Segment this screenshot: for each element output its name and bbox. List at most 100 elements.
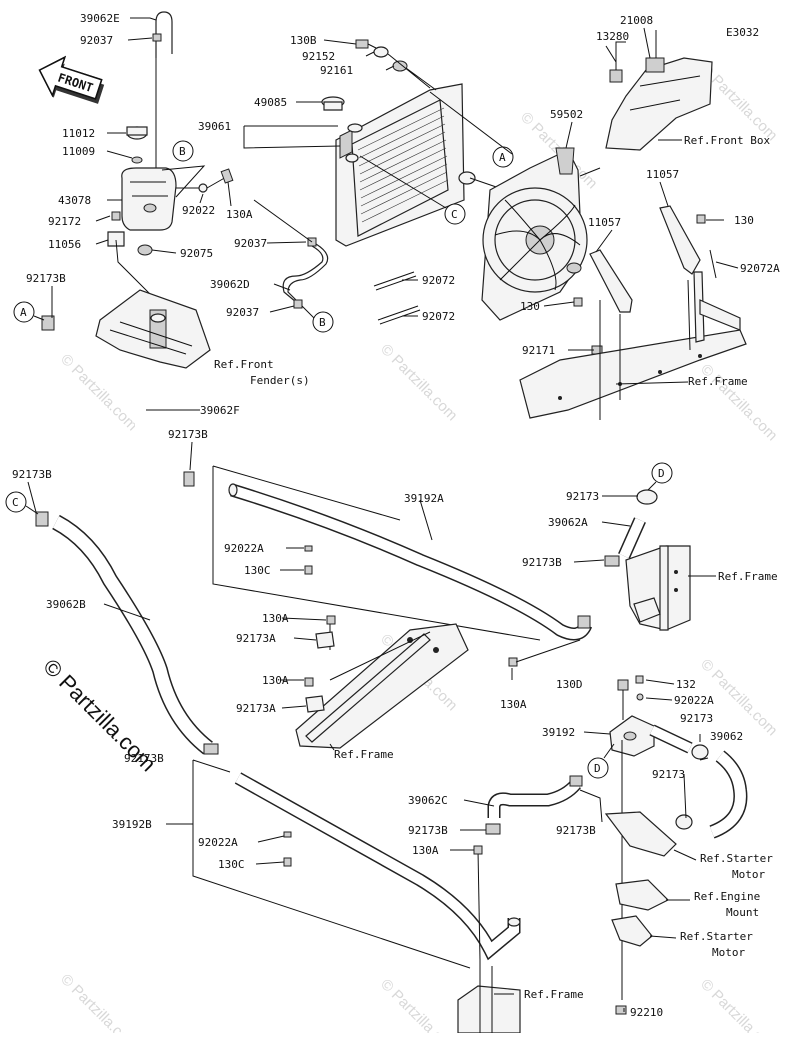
clamp-92173b xyxy=(485,823,501,835)
callout-letter: C xyxy=(451,208,458,221)
collar-92152 xyxy=(373,46,389,58)
part-number: 39062B xyxy=(46,598,86,611)
clamp-92173b xyxy=(203,743,219,755)
part-number: 92173B xyxy=(124,752,164,765)
callout-d: D xyxy=(647,462,673,491)
hose-39062c xyxy=(485,775,583,835)
part-number: 39192 xyxy=(542,726,575,739)
part-number: 59502 xyxy=(550,108,583,121)
bolt-130c xyxy=(304,565,313,575)
bolt-92210 xyxy=(615,1005,627,1015)
clamp-92173b xyxy=(41,315,55,331)
part-number: 130B xyxy=(290,34,317,47)
part-number: 39062D xyxy=(210,278,250,291)
part-number: 92173B xyxy=(556,824,596,837)
clamp-92173b xyxy=(604,555,620,567)
part-number: 92171 xyxy=(522,344,555,357)
watermark: © Partzilla.com xyxy=(697,361,780,444)
part-number: 92161 xyxy=(320,64,353,77)
clamp-92173b xyxy=(577,615,591,629)
washer-92022a xyxy=(283,831,292,838)
callout-d: D xyxy=(587,743,615,779)
diagram-code: E3032 xyxy=(726,26,759,39)
watermark: © Partzilla.com xyxy=(377,341,460,424)
tie-92072 xyxy=(373,271,417,291)
clamp-92173 xyxy=(691,744,709,760)
callout-letter: B xyxy=(179,145,186,158)
bolt-130c xyxy=(283,857,292,867)
connector-21008 xyxy=(645,57,665,73)
part-number: 39061 xyxy=(198,120,231,133)
callout-letter: C xyxy=(12,496,19,509)
pipe-39192 xyxy=(609,715,693,757)
callout-b: B xyxy=(301,305,334,333)
part-number: 92075 xyxy=(180,247,213,260)
starter-motor-ref xyxy=(604,811,677,857)
bolt-130 xyxy=(696,214,706,224)
pipe-39192b xyxy=(234,772,521,961)
part-number: 130 xyxy=(734,214,754,227)
part-number: 92037 xyxy=(226,306,259,319)
ref-label: Ref.Starter xyxy=(700,852,773,865)
part-number: 92173B xyxy=(26,272,66,285)
clamp-92173a xyxy=(315,631,335,649)
clamp-92037 xyxy=(293,299,303,309)
clamp-92037 xyxy=(152,33,162,42)
part-number: 92072 xyxy=(422,310,455,323)
part-number: 92022A xyxy=(198,836,238,849)
relay-13280 xyxy=(609,69,623,83)
frame-ref-bottom xyxy=(457,960,521,1034)
part-number: 39062A xyxy=(548,516,588,529)
engine-mount-ref xyxy=(615,879,670,911)
part-number: 130A xyxy=(262,674,289,687)
grommet-92161 xyxy=(392,60,408,72)
bolt-130a xyxy=(326,615,336,625)
ref-label: Mount xyxy=(726,906,759,919)
callout-c: C xyxy=(5,491,39,515)
watermark: © Partzilla.com xyxy=(697,976,780,1033)
bolt-130 xyxy=(573,297,583,307)
part-number: 92037 xyxy=(234,237,267,250)
part-number: 92152 xyxy=(302,50,335,63)
part-number: 130C xyxy=(218,858,245,871)
reserve-tank-43078 xyxy=(121,167,177,231)
overflow-hose-39062e xyxy=(155,11,173,58)
part-number: 92173B xyxy=(408,824,448,837)
ref-label: Ref.Frame xyxy=(334,748,394,761)
ref-label: Fender(s) xyxy=(250,374,310,387)
washer-92022 xyxy=(198,183,208,193)
front-arrow: FRONT xyxy=(38,55,105,104)
part-number: 92210 xyxy=(630,1006,663,1019)
clamp-92173 xyxy=(675,814,693,830)
part-number: 92037 xyxy=(80,34,113,47)
frame-ref-mid xyxy=(295,620,469,749)
washer-92022a xyxy=(304,545,313,552)
watermark: © Partzilla.com xyxy=(57,971,140,1033)
part-number: 43078 xyxy=(58,194,91,207)
part-number: 92173B xyxy=(168,428,208,441)
part-number: 92072 xyxy=(422,274,455,287)
clamp-92173b xyxy=(183,471,195,487)
bracket-11056 xyxy=(107,231,125,247)
part-number: 21008 xyxy=(620,14,653,27)
fan-assembly-59502 xyxy=(481,147,601,321)
bolt-130b xyxy=(355,39,369,49)
clamp-92173b xyxy=(569,775,583,787)
bracket-11057 xyxy=(589,249,633,313)
seal-11009 xyxy=(131,156,143,164)
leader-lines xyxy=(27,17,739,1012)
part-number: 130A xyxy=(500,698,527,711)
tie-92072a xyxy=(709,249,717,279)
hose-39062b xyxy=(35,511,219,755)
ref-label: Ref.Frame xyxy=(688,375,748,388)
part-number: 92072A xyxy=(740,262,780,275)
part-labels: 39062E 92037 11012 11009 43078 92172 110… xyxy=(12,12,780,1019)
hose-39062 xyxy=(675,744,748,839)
bolt-130a xyxy=(304,677,314,687)
callout-b: B xyxy=(172,140,194,162)
part-number: 92173 xyxy=(680,712,713,725)
brand-watermark: © Partzilla.com xyxy=(38,654,161,777)
part-number: 13280 xyxy=(596,30,629,43)
part-number: 39062C xyxy=(408,794,448,807)
callout-c: C xyxy=(359,155,466,225)
